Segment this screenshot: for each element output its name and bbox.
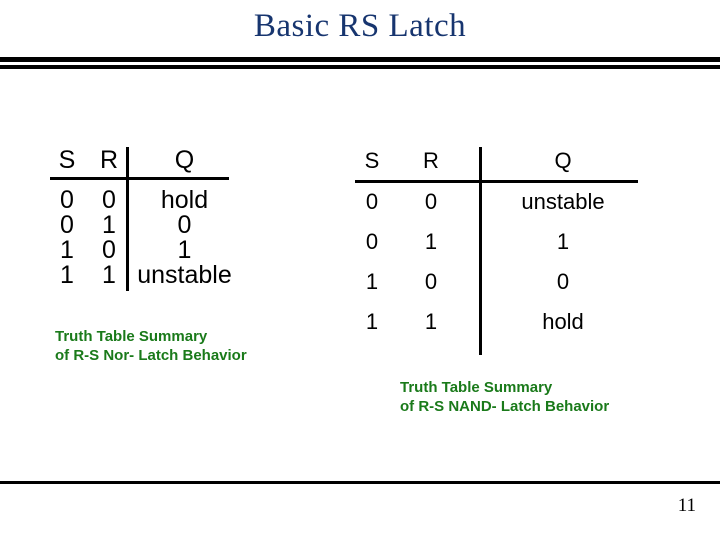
nor-cell-s: 1	[60, 236, 74, 264]
nor-caption-line-2: of R-S Nor- Latch Behavior	[55, 347, 247, 364]
nor-table-header-rule	[50, 177, 229, 180]
nand-caption-line-2: of R-S NAND- Latch Behavior	[400, 398, 610, 415]
nor-cell-s: 0	[60, 186, 74, 214]
nor-cell-r: 0	[102, 186, 116, 214]
nor-cell-q: 1	[177, 236, 192, 264]
nor-cell-q: hold	[160, 186, 209, 214]
nor-cell-q: 0	[177, 211, 192, 239]
header-rule-thick	[0, 57, 720, 62]
nor-header-q: Q	[174, 146, 195, 174]
nor-cell-r: 0	[102, 236, 116, 264]
nor-cell-s: 0	[60, 211, 74, 239]
nand-cell-s: 0	[365, 189, 379, 214]
nor-cell-q: unstable	[137, 261, 232, 289]
nand-cell-q: hold	[542, 309, 584, 334]
nand-cell-r: 1	[424, 229, 438, 254]
nand-cell-q: 1	[556, 229, 570, 254]
nand-cell-s: 0	[365, 229, 379, 254]
nor-table-column-divider	[126, 147, 129, 291]
nand-cell-r: 1	[424, 309, 438, 334]
nand-caption-line-1: Truth Table Summary	[400, 379, 553, 396]
nand-cell-r: 0	[424, 189, 438, 214]
nand-cell-r: 0	[424, 269, 438, 294]
nand-header-s: S	[364, 148, 380, 173]
nand-cell-q: unstable	[521, 189, 605, 214]
nor-cell-r: 1	[102, 211, 116, 239]
page-number: 11	[677, 495, 696, 516]
footer-rule	[0, 481, 720, 484]
nand-table-caption: Truth Table Summary of R-S NAND- Latch B…	[400, 378, 609, 416]
nand-table-column-divider	[479, 147, 482, 355]
nand-header-r: R	[423, 148, 439, 173]
nor-table-caption: Truth Table Summary of R-S Nor- Latch Be…	[55, 327, 247, 365]
nor-caption-line-1: Truth Table Summary	[55, 328, 208, 345]
nor-cell-r: 1	[102, 261, 116, 289]
nand-header-q: Q	[554, 148, 572, 173]
header-rule-thin	[0, 65, 720, 69]
nand-table-header-rule	[355, 180, 638, 183]
nor-cell-s: 1	[60, 261, 74, 289]
nand-cell-s: 1	[365, 269, 379, 294]
page-title: Basic RS Latch	[253, 8, 467, 44]
nand-cell-s: 1	[365, 309, 379, 334]
nor-header-r: R	[99, 146, 119, 174]
nor-header-s: S	[58, 146, 76, 174]
nand-cell-q: 0	[556, 269, 570, 294]
